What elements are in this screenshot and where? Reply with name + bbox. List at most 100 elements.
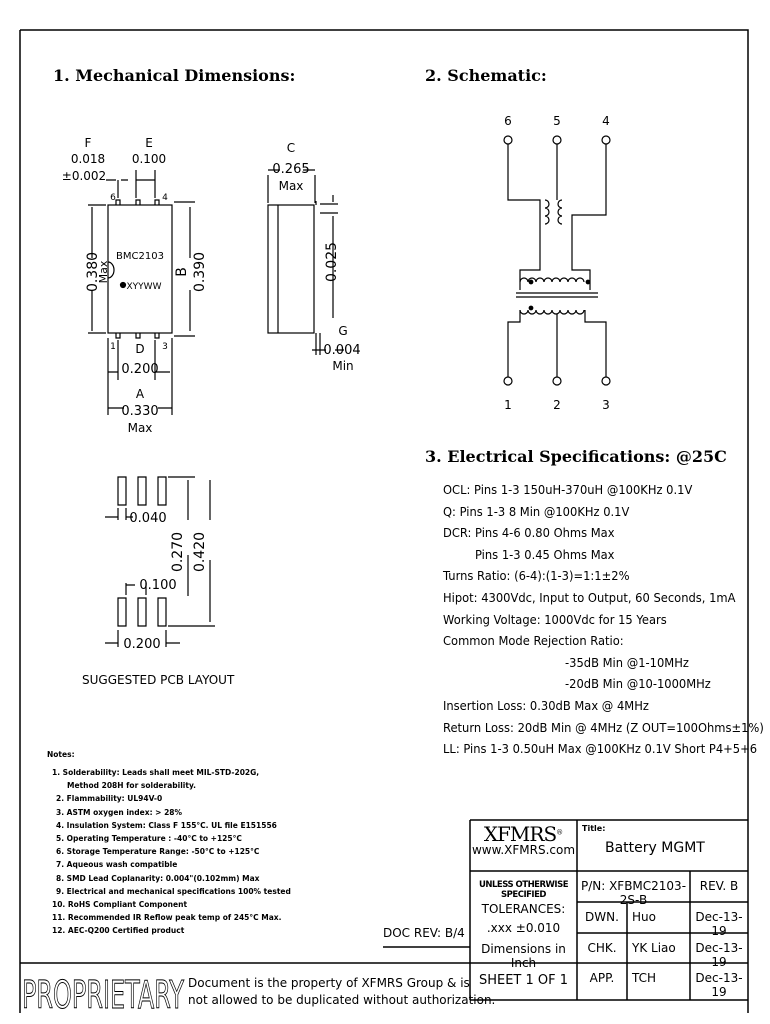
dim-a-value: 0.330 xyxy=(121,404,158,419)
dim-f-value: 0.018 xyxy=(71,152,105,166)
schematic-pin-label: 6 xyxy=(504,114,512,128)
notes-title: Notes: xyxy=(47,750,75,759)
approval-date: Dec-13-19 xyxy=(695,910,743,938)
proprietary-line: not allowed to be duplicated without aut… xyxy=(188,993,496,1007)
registered-mark: ® xyxy=(556,828,564,837)
component-body xyxy=(107,204,173,334)
transformer-schematic xyxy=(503,135,611,386)
part-number: P/N: XFBMC2103-2S-B xyxy=(580,879,687,907)
note-item: Method 208H for solderability. xyxy=(67,781,196,791)
note-item: 2. Flammability: UL94V-0 xyxy=(56,794,163,804)
revision: REV. B xyxy=(699,879,739,893)
spec-line: DCR: Pins 4-6 0.80 Ohms Max xyxy=(443,525,615,541)
dim-lead-value: 0.025 xyxy=(324,242,340,282)
proprietary-notice: Document is the property of XFMRS Group … xyxy=(188,975,495,1009)
dim-f-label: F xyxy=(85,136,92,150)
dim-c-max: Max xyxy=(279,179,304,193)
unless-specified: UNLESS OTHERWISE SPECIFIED xyxy=(478,880,569,900)
approval-name: Huo xyxy=(632,910,656,924)
schematic-pin-label: 3 xyxy=(602,398,610,412)
pcb-layout-caption: SUGGESTED PCB LAYOUT xyxy=(82,673,235,687)
dimension-units: Dimensions in Inch xyxy=(481,942,566,970)
dim-a-label: A xyxy=(136,387,145,401)
dim-height-max: Max xyxy=(97,260,110,283)
dim-b-label: B xyxy=(174,267,190,277)
pin-label: 6 xyxy=(110,193,116,203)
date-code: XYYWW xyxy=(127,282,162,292)
dim-c-label: C xyxy=(287,141,295,155)
schematic-pin-label: 2 xyxy=(553,398,561,412)
schematic-pin-label: 4 xyxy=(602,114,610,128)
dim-g-min: Min xyxy=(332,359,353,373)
approval-date: Dec-13-19 xyxy=(695,940,743,969)
sheet-number: SHEET 1 OF 1 xyxy=(478,973,569,988)
logo-text: XFMRS xyxy=(483,822,557,846)
dim-d-value: 0.200 xyxy=(121,362,158,377)
dim-g-value: 0.004 xyxy=(323,343,360,358)
note-item: 9. Electrical and mechanical specificati… xyxy=(56,886,291,896)
spec-line: LL: Pins 1-3 0.50uH Max @100KHz 0.1V Sho… xyxy=(443,741,758,757)
dim-e-value: 0.100 xyxy=(132,152,166,166)
pcb-pitch: 0.100 xyxy=(139,578,176,593)
note-item: 6. Storage Temperature Range: -50°C to +… xyxy=(56,847,260,857)
dim-f-tol: ±0.002 xyxy=(62,169,106,183)
title-block-grid xyxy=(383,819,748,1001)
note-item: 5. Operating Temperature : -40°C to +125… xyxy=(56,834,242,843)
mech-dimensions-heading: 1. Mechanical Dimensions: xyxy=(53,66,296,85)
pcb-pad-width: 0.040 xyxy=(129,511,166,526)
dim-a-max: Max xyxy=(128,421,153,435)
company-url: www.XFMRS.com xyxy=(471,843,576,857)
approval-name: YK Liao xyxy=(632,940,676,955)
spec-line: Working Voltage: 1000Vdc for 15 Years xyxy=(443,611,667,627)
dim-c-value: 0.265 xyxy=(272,162,309,177)
dim-d-label: D xyxy=(135,342,144,356)
drawing-title: Battery MGMT xyxy=(605,840,705,856)
spec-line: Insertion Loss: 0.30dB Max @ 4MHz xyxy=(443,698,649,713)
dim-height-value: 0.380 xyxy=(85,252,101,292)
proprietary-stamp: PROPRIETARY xyxy=(22,973,184,1017)
tolerances-label: TOLERANCES: xyxy=(481,902,566,916)
part-marking: BMC2103 xyxy=(116,251,164,262)
approval-date: Dec-13-19 xyxy=(695,971,743,999)
schematic-pin-label: 5 xyxy=(553,114,561,128)
note-item: 4. Insulation System: Class F 155°C. UL … xyxy=(56,820,277,830)
note-item: 3. ASTM oxygen index: > 28% xyxy=(56,807,183,817)
approval-role: APP. xyxy=(589,971,615,985)
spec-line: Common Mode Rejection Ratio: xyxy=(443,633,624,649)
note-item: 11. Recommended IR Reflow peak temp of 2… xyxy=(52,913,282,923)
spec-line: Q: Pins 1-3 8 Min @100KHz 0.1V xyxy=(443,503,630,519)
note-item: 10. RoHS Compliant Component xyxy=(52,900,188,909)
approval-name: TCH xyxy=(632,971,657,985)
approval-role: CHK. xyxy=(587,940,617,955)
title-label: Title: xyxy=(582,824,606,833)
company-logo: XFMRS® www.XFMRS.com xyxy=(470,822,577,857)
proprietary-line: Document is the property of XFMRS Group … xyxy=(188,976,470,990)
pin-label: 4 xyxy=(162,193,168,203)
pcb-inner-dim: 0.270 xyxy=(170,532,186,572)
note-item: 12. AEC-Q200 Certified product xyxy=(52,926,185,936)
schematic-pin-label: 1 xyxy=(504,398,512,412)
dim-g-label: G xyxy=(338,324,347,338)
dim-b-value: 0.390 xyxy=(192,252,208,292)
schematic-heading: 2. Schematic: xyxy=(425,66,547,85)
doc-rev: DOC REV: B/4 xyxy=(383,926,465,940)
dim-e-label: E xyxy=(145,136,153,150)
spec-line: Turns Ratio: (6-4):(1-3)=1:1±2% xyxy=(443,568,630,584)
spec-line: OCL: Pins 1-3 150uH-370uH @100KHz 0.1V xyxy=(443,482,693,497)
note-item: 1. Solderability: Leads shall meet MIL-S… xyxy=(52,768,260,777)
sheet-border xyxy=(19,29,749,1013)
tolerance-value: .xxx ±0.010 xyxy=(486,921,561,935)
spec-line: -35dB Min @1-10MHz xyxy=(565,654,689,670)
pin-label: 1 xyxy=(110,342,116,352)
spec-line: -20dB Min @10-1000MHz xyxy=(565,676,711,692)
electrical-specs-heading: 3. Electrical Specifications: @25C xyxy=(425,447,727,466)
approval-role: DWN. xyxy=(585,910,619,924)
note-item: 7. Aqueous wash compatible xyxy=(56,860,178,870)
spec-line: Hipot: 4300Vdc, Input to Output, 60 Seco… xyxy=(443,590,736,605)
pin-label: 3 xyxy=(162,342,168,352)
note-item: 8. SMD Lead Coplanarity: 0.004"(0.102mm)… xyxy=(56,873,260,883)
pcb-outer-dim: 0.420 xyxy=(192,532,208,572)
spec-line: Pins 1-3 0.45 Ohms Max xyxy=(475,546,615,562)
